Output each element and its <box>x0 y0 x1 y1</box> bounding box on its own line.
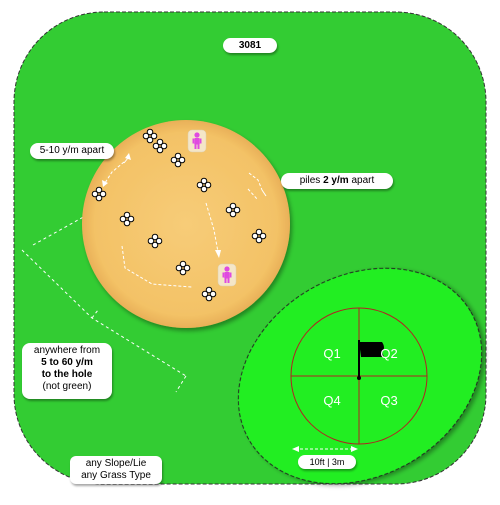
distance-line: 5 to 60 y/m <box>41 357 93 368</box>
scale-indicator <box>292 446 358 452</box>
piles-label-distance: 2 y/m <box>323 175 349 186</box>
drill-number-badge: 3081 <box>223 38 277 53</box>
quadrant-label: Q1 <box>323 346 340 361</box>
piles-label-prefix: piles <box>299 175 324 186</box>
slope-grass-label: any Slope/Lie any Grass Type <box>70 456 162 484</box>
spacing-guide <box>104 161 125 184</box>
scale-label: 10ft | 3m <box>298 455 356 469</box>
piles-label: piles 2 y/m apart <box>281 173 393 189</box>
grass-line: any Grass Type <box>81 470 151 481</box>
hole-flag-icon <box>357 340 384 380</box>
drill-number: 3081 <box>238 40 262 51</box>
slope-line: any Slope/Lie <box>85 458 147 469</box>
piles-label-suffix: apart <box>348 175 375 186</box>
quadrant-label: Q2 <box>380 346 397 361</box>
spacing-label-text: 5-10 y/m apart <box>39 145 105 156</box>
distance-line: (not green) <box>42 381 92 392</box>
distance-line: to the hole <box>41 369 93 380</box>
distance-line: anywhere from <box>33 345 101 356</box>
golfer-figure-icon <box>217 263 237 287</box>
quadrant-label: Q4 <box>323 393 340 408</box>
piles-spacing-guide <box>248 172 263 191</box>
spacing-label: 5-10 y/m apart <box>30 143 114 159</box>
scale-label-text: 10ft | 3m <box>309 457 345 467</box>
sand-practice-area <box>82 120 290 328</box>
quadrant-label: Q3 <box>380 393 397 408</box>
golfer-figure-icon <box>187 129 207 153</box>
distance-range-label: anywhere from 5 to 60 y/m to the hole (n… <box>22 343 112 399</box>
